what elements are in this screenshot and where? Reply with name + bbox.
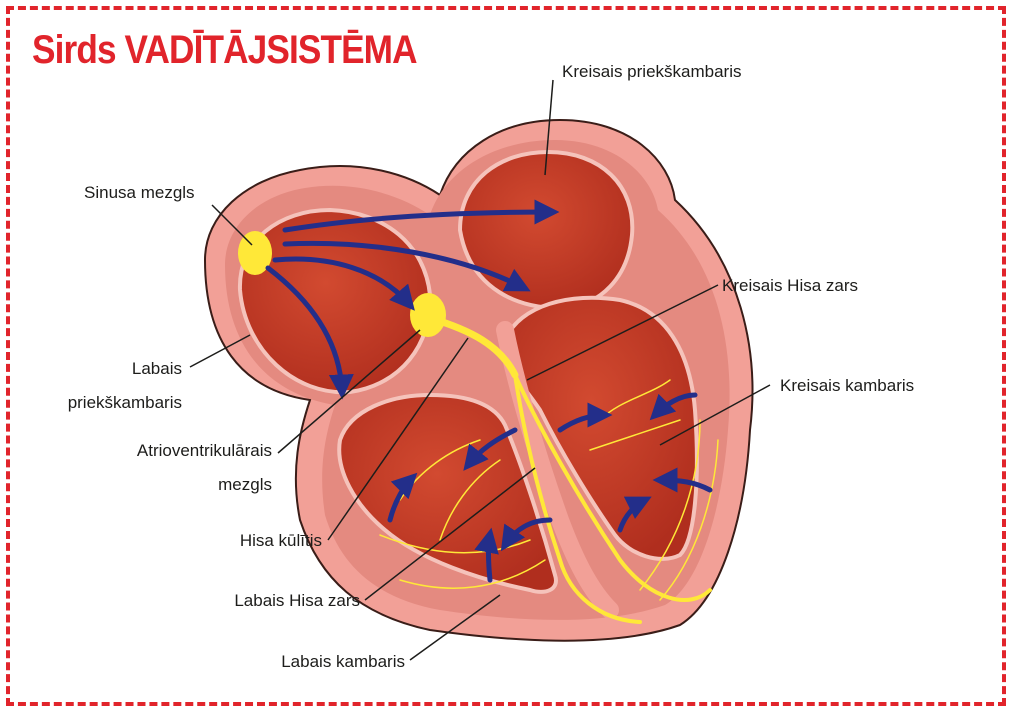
label-left-ventricle: Kreisais kambaris (780, 376, 914, 395)
av-node (410, 293, 446, 337)
label-av-node-line1: Atrioventrikulārais (137, 441, 272, 460)
label-right-atrium-line1: Labais (132, 359, 182, 378)
label-left-atrium: Kreisais priekškambaris (562, 62, 742, 81)
label-left-bundle-branch: Kreisais Hisa zars (722, 276, 858, 295)
label-right-ventricle: Labais kambaris (281, 652, 405, 671)
label-his-bundle: Hisa kūlītis (240, 531, 322, 550)
label-sinus-node: Sinusa mezgls (84, 183, 195, 202)
label-right-atrium-line2: priekškambaris (68, 393, 182, 412)
arrow-rv-4 (489, 535, 491, 580)
label-right-bundle-branch: Labais Hisa zars (234, 591, 360, 610)
label-av-node-line2: mezgls (218, 475, 272, 494)
